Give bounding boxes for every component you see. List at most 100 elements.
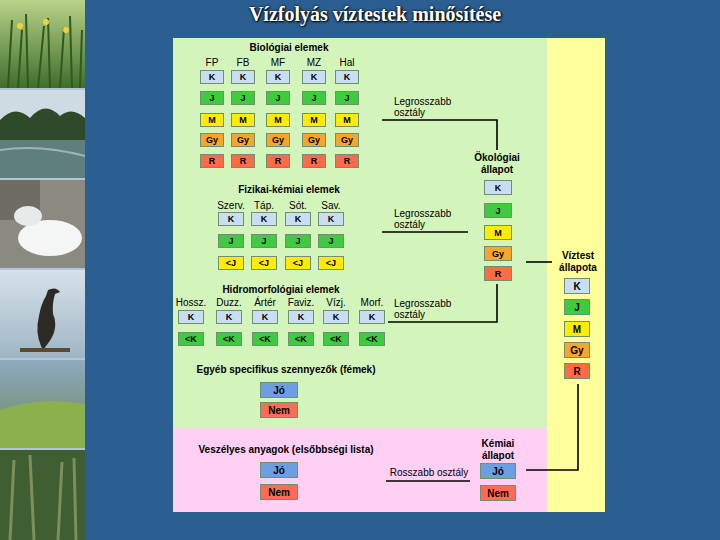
connector-label: Legrosszabb osztály <box>394 298 458 320</box>
element-group: Egyéb specifikus szennyezők (fémek)JóNem <box>186 362 386 422</box>
class-box: R <box>484 266 512 281</box>
class-code: <K <box>366 334 378 344</box>
class-code: J <box>209 93 214 103</box>
class-code: K <box>573 281 580 292</box>
element-group: Víztest állapotaKJMGyR <box>552 248 604 384</box>
photo-grass <box>0 0 85 88</box>
class-code: Gy <box>341 135 353 145</box>
class-code: J <box>344 93 349 103</box>
class-code: K <box>261 214 268 224</box>
class-box: <J <box>285 256 311 270</box>
class-code: K <box>295 214 302 224</box>
class-box: <J <box>318 256 344 270</box>
page-title: Vízfolyás víztestek minősítése <box>160 2 590 26</box>
class-code: Nem <box>268 405 290 416</box>
column-header: Morf. <box>361 297 384 308</box>
class-box: <K <box>323 332 349 346</box>
class-box: R <box>302 154 326 168</box>
class-code: <J <box>259 258 269 268</box>
class-connector <box>382 231 468 233</box>
column-header: MZ <box>307 57 321 68</box>
flower <box>17 23 23 29</box>
class-box: J <box>231 91 255 105</box>
photo-forest <box>0 450 85 540</box>
column-header: FP <box>206 57 219 68</box>
class-code: <K <box>185 334 197 344</box>
class-connector <box>386 480 470 482</box>
class-box: R <box>231 154 255 168</box>
grass-blades <box>8 14 82 88</box>
class-code: R <box>344 156 351 166</box>
class-code: <K <box>330 334 342 344</box>
wetland-grass <box>0 401 85 448</box>
class-code: J <box>240 93 245 103</box>
photo-dividers <box>0 89 85 449</box>
class-box: K <box>216 310 242 324</box>
class-box: <K <box>252 332 278 346</box>
group-heading: Egyéb specifikus szennyezők (fémek) <box>186 364 386 376</box>
class-box: K <box>323 310 349 324</box>
group-heading: Biológiai elemek <box>196 42 382 54</box>
class-code: M <box>239 115 247 125</box>
class-box: K <box>318 212 344 226</box>
column-header: Táp. <box>254 200 274 211</box>
column-header: Faviz. <box>288 297 315 308</box>
class-code: J <box>275 93 280 103</box>
photo-river <box>0 90 85 178</box>
class-code: J <box>574 302 580 313</box>
class-code: M <box>343 115 351 125</box>
class-box: J <box>200 91 224 105</box>
class-code: M <box>274 115 282 125</box>
class-box: M <box>484 225 512 240</box>
flower <box>43 19 49 25</box>
class-box: Gy <box>484 246 512 261</box>
class-code: K <box>275 72 282 82</box>
class-box: R <box>266 154 290 168</box>
class-box: Nem <box>260 484 298 500</box>
class-code: J <box>495 206 500 216</box>
class-code: K <box>228 214 235 224</box>
column-header: FB <box>237 57 250 68</box>
class-code: K <box>369 312 376 322</box>
outfall-foam <box>14 206 42 226</box>
class-code: J <box>228 236 233 246</box>
group-heading: Víztest állapota <box>552 250 604 274</box>
class-code: Jó <box>492 466 504 477</box>
class-box: K <box>288 310 314 324</box>
class-connector <box>388 284 497 322</box>
river-ripple <box>0 148 85 156</box>
class-box: K <box>266 70 290 84</box>
class-box: K <box>231 70 255 84</box>
class-box: K <box>218 212 244 226</box>
forest-trunks <box>10 455 76 540</box>
river-trees <box>0 108 85 140</box>
class-code: <J <box>293 258 303 268</box>
class-code: R <box>209 156 216 166</box>
class-connector <box>526 384 578 470</box>
class-box: Gy <box>231 133 255 147</box>
group-heading: Ökológiai állapot <box>468 152 526 176</box>
element-group: Fizikai-kémiai elemekKKKKJJJJ<J<J<J<J <box>196 182 382 274</box>
class-code: Jó <box>273 465 285 476</box>
class-code: Gy <box>272 135 284 145</box>
class-code: J <box>311 93 316 103</box>
class-box: K <box>302 70 326 84</box>
class-code: <J <box>326 258 336 268</box>
class-connector <box>382 120 497 150</box>
class-box: J <box>251 234 277 248</box>
flower <box>63 27 69 33</box>
class-box: J <box>218 234 244 248</box>
class-box: <K <box>288 332 314 346</box>
element-group: Veszélyes anyagok (elsőbbségi lista)JóNe… <box>186 442 386 504</box>
class-box: K <box>335 70 359 84</box>
class-box: J <box>335 91 359 105</box>
photo-wetland <box>0 360 85 448</box>
class-code: Gy <box>492 249 504 259</box>
class-box: M <box>200 113 224 127</box>
column-header: Sót. <box>289 200 307 211</box>
class-box: R <box>200 154 224 168</box>
class-box: M <box>266 113 290 127</box>
class-code: K <box>495 183 502 193</box>
